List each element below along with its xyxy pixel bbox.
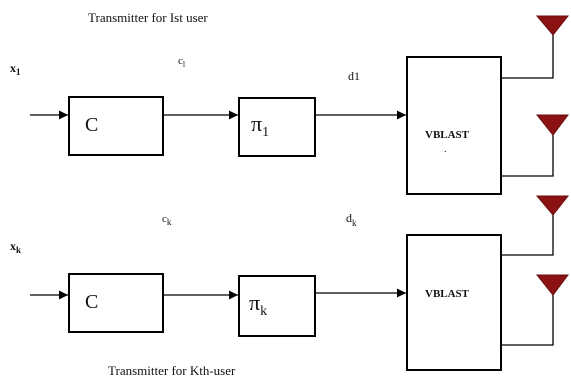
userk-d-label: dk [346,211,357,228]
user1-antenna1-feed [501,30,554,79]
user1-interleaver-label: π1 [251,111,269,140]
user1-vblast-mark: . [444,144,447,155]
user1-interleaver-block [238,97,316,157]
antenna-icon [535,274,569,296]
userk-interleaver-block [238,275,316,337]
user1-vblast-block [406,56,502,195]
userk-title: Transmitter for Kth-user [108,363,236,378]
user1-d-label: d1 [348,69,360,83]
user1-title: Transmitter for Ist user [88,10,208,25]
user1-c-label: cl [178,55,186,69]
userk-interleaver-label: πk [249,290,267,319]
user1-antenna2-feed [501,128,554,177]
userk-coder-block [68,273,164,333]
user1-coder-block [68,96,164,156]
antenna-icon [535,195,570,216]
userk-vblast-label: VBLAST [425,288,470,300]
userk-vblast-block [406,234,502,371]
user1-vblast-label: VBLAST [425,129,470,141]
antenna-icon [535,114,569,136]
user1-coder-label: C [85,114,98,136]
userk-coder-label: C [85,291,98,313]
user1-input-label: x1 [10,61,21,77]
userk-antenna1-feed [501,210,554,256]
antenna-icon [535,15,570,36]
userk-antenna2-feed [501,293,554,346]
userk-input-label: xk [10,239,21,255]
userk-c-label: ck [162,213,172,227]
